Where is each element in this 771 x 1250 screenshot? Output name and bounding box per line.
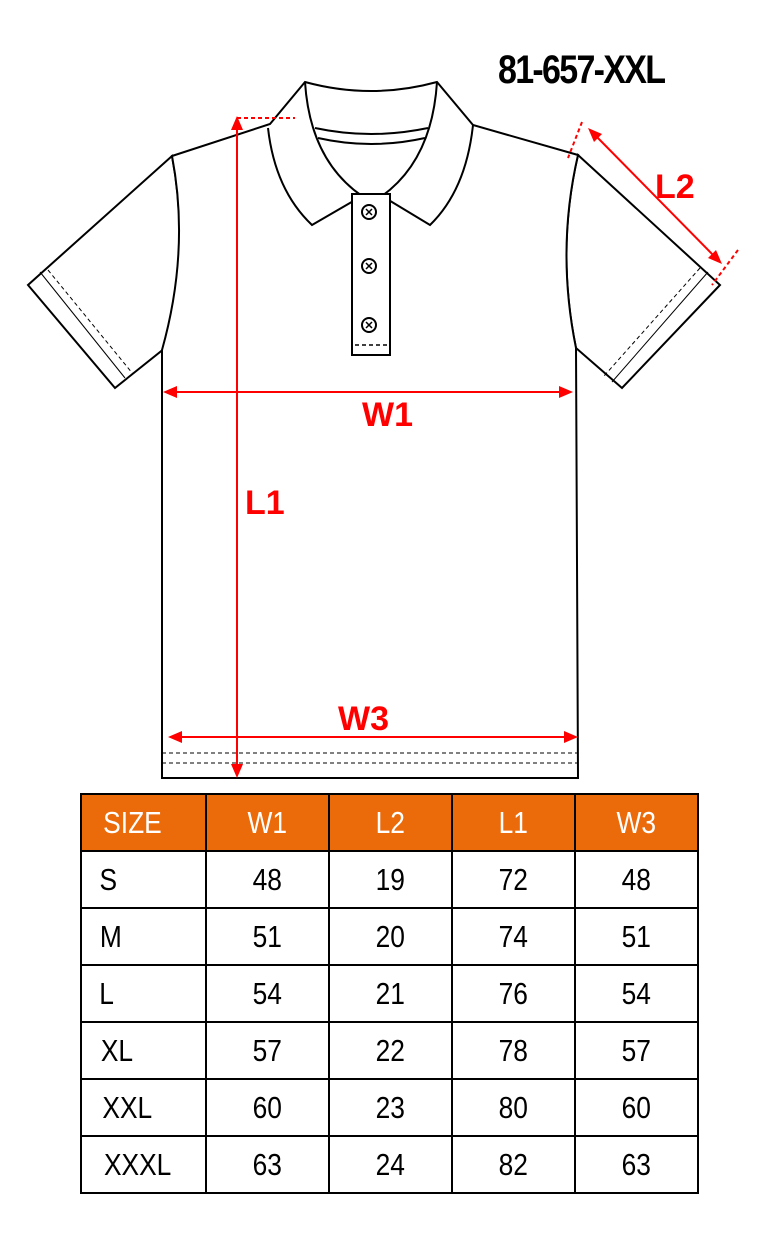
cell-text: 19	[375, 861, 406, 897]
cell-text: XXL	[102, 1089, 153, 1125]
table-cell: XXXL	[80, 1135, 207, 1194]
table-cell: 51	[574, 907, 699, 966]
table-cell: SIZE	[80, 793, 207, 852]
cell-text: 54	[252, 975, 283, 1011]
shirt-outline	[26, 80, 722, 779]
table-cell: S	[80, 850, 207, 909]
cell-text: 78	[498, 1032, 529, 1068]
cell-text: 63	[252, 1146, 283, 1182]
cell-text: 48	[252, 861, 283, 897]
table-cell: M	[80, 907, 207, 966]
table-row: XXXL 63 24 82 63	[80, 1135, 699, 1194]
table-cell: W1	[205, 793, 330, 852]
table-cell: 23	[328, 1078, 453, 1137]
table-cell: 48	[205, 850, 330, 909]
table-header-row: SIZE W1 L2 L1 W3	[80, 793, 699, 852]
product-code: 81-657-XXL	[498, 48, 666, 92]
table-cell: 19	[328, 850, 453, 909]
cell-text: L1	[498, 804, 529, 840]
table-cell: L1	[451, 793, 576, 852]
cell-text: 82	[498, 1146, 529, 1182]
table-row: L 54 21 76 54	[80, 964, 699, 1023]
cell-text: S	[99, 861, 118, 897]
cell-text: 72	[498, 861, 529, 897]
table-cell: 57	[574, 1021, 699, 1080]
cell-text: 57	[621, 1032, 652, 1068]
table-cell: 51	[205, 907, 330, 966]
table-cell: 78	[451, 1021, 576, 1080]
cell-text: 54	[621, 975, 652, 1011]
measurement-lines	[163, 116, 739, 778]
table-cell: 22	[328, 1021, 453, 1080]
cell-text: L	[99, 975, 114, 1011]
table-cell: 21	[328, 964, 453, 1023]
cell-text: W3	[616, 804, 657, 840]
polo-shirt-diagram: W1 W3 L1 L2	[26, 80, 739, 779]
cell-text: 63	[621, 1146, 652, 1182]
cell-text: 51	[252, 918, 283, 954]
table-cell: XL	[80, 1021, 207, 1080]
table-cell: 74	[451, 907, 576, 966]
l2-label: L2	[655, 168, 695, 206]
table-cell: W3	[574, 793, 699, 852]
cell-text: XXXL	[103, 1146, 172, 1182]
cell-text: 21	[375, 975, 406, 1011]
table-cell: 63	[205, 1135, 330, 1194]
cell-text: 24	[375, 1146, 406, 1182]
cell-text: 60	[621, 1089, 652, 1125]
table-cell: 57	[205, 1021, 330, 1080]
cell-text: L2	[375, 804, 406, 840]
cell-text: 23	[375, 1089, 406, 1125]
cell-text: 22	[375, 1032, 406, 1068]
cell-text: 74	[498, 918, 529, 954]
cell-text: 20	[375, 918, 406, 954]
table-cell: 20	[328, 907, 453, 966]
table-cell: 60	[205, 1078, 330, 1137]
table-cell: L2	[328, 793, 453, 852]
cell-text: 48	[621, 861, 652, 897]
table-row: XL 57 22 78 57	[80, 1021, 699, 1080]
cell-text: SIZE	[103, 804, 162, 840]
table-cell: 82	[451, 1135, 576, 1194]
table-cell: 48	[574, 850, 699, 909]
cell-text: 76	[498, 975, 529, 1011]
cell-text: 80	[498, 1089, 529, 1125]
cell-text: 51	[621, 918, 652, 954]
cell-text: M	[99, 918, 122, 954]
table-cell: 24	[328, 1135, 453, 1194]
w1-label: W1	[362, 396, 413, 434]
table-cell: 60	[574, 1078, 699, 1137]
table-cell: 76	[451, 964, 576, 1023]
cell-text: 60	[252, 1089, 283, 1125]
table-cell: L	[80, 964, 207, 1023]
table-cell: 80	[451, 1078, 576, 1137]
table-cell: 63	[574, 1135, 699, 1194]
table-row: S 48 19 72 48	[80, 850, 699, 909]
cell-text: 57	[252, 1032, 283, 1068]
cell-text: XL	[100, 1032, 134, 1068]
table-row: XXL 60 23 80 60	[80, 1078, 699, 1137]
table-cell: 72	[451, 850, 576, 909]
cell-text: W1	[247, 804, 288, 840]
table-cell: XXL	[80, 1078, 207, 1137]
w3-label: W3	[338, 700, 389, 738]
table-row: M 51 20 74 51	[80, 907, 699, 966]
table-cell: 54	[205, 964, 330, 1023]
table-cell: 54	[574, 964, 699, 1023]
l1-label: L1	[245, 484, 285, 522]
